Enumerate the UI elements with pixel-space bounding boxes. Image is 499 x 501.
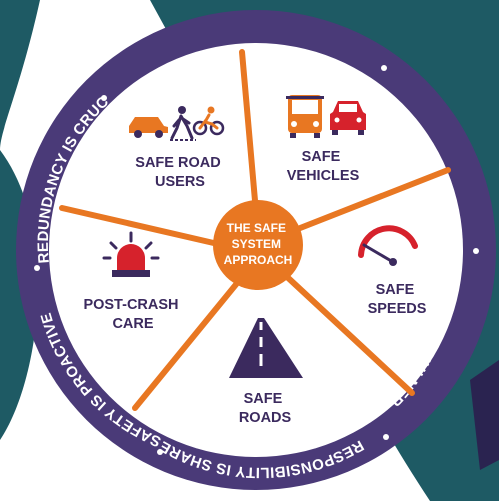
segment-safe-speeds-label: SAFE SPEEDS [368,282,427,317]
segment-safe-speeds: SAFE SPEEDS [358,225,427,317]
segment-safe-roads-label: SAFE ROADS [239,391,292,426]
segment-safe-vehicles: SAFE VEHICLES [286,95,366,184]
spokes [59,49,451,411]
segment-post-crash-care: POST-CRASH CARE [83,231,182,332]
spoke-left [59,205,221,247]
segment-safe-road-users-label: SAFE ROAD USERS [135,155,224,190]
vehicles-icon [286,95,366,138]
spoke-top [239,49,259,215]
segment-safe-road-users: SAFE ROAD USERS [129,106,225,190]
background-teal-corner-left [0,0,40,150]
center-circle [213,200,303,290]
road-users-icon [129,106,225,141]
background-dark-accent [470,360,499,470]
segment-safe-roads: SAFE ROADS [229,318,303,426]
road-icon [229,318,303,378]
segment-post-crash-care-label: POST-CRASH CARE [83,297,182,332]
ring-separator-dots [34,65,479,455]
siren-icon [102,231,160,277]
spoke-bottom-left [132,279,241,411]
center-label: THE SAFE SYSTEM APPROACH [224,221,293,267]
speedometer-icon [358,225,418,266]
spoke-bottom-right [282,272,415,396]
segment-safe-vehicles-label: SAFE VEHICLES [287,149,360,184]
spoke-right [287,167,451,235]
